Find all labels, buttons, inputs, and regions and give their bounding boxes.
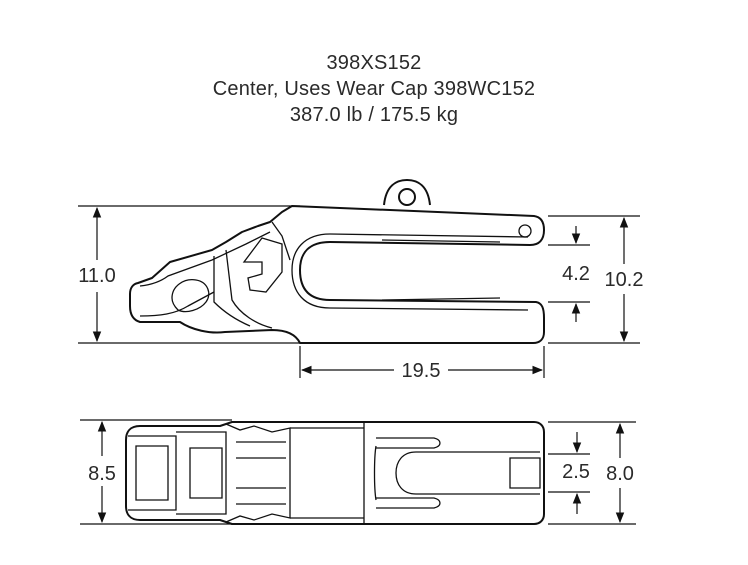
dim-slot-length: 19.5: [299, 346, 545, 382]
side-body-outline: [129, 205, 545, 344]
part-number: 398XS152: [326, 52, 422, 74]
side-view: [129, 179, 545, 344]
dim-leg-width: 8.0: [606, 422, 634, 524]
label-slot-length: 19.5: [402, 360, 441, 382]
top-body-outline: [125, 421, 545, 525]
part-weight: 387.0 lb / 175.5 kg: [289, 104, 459, 126]
label-slot-height: 4.2: [562, 263, 590, 285]
dim-overall-height: 11.0: [78, 205, 300, 344]
label-overall-height: 11.0: [78, 265, 115, 287]
dim-leg-height: 10.2: [605, 216, 644, 343]
dim-overall-width: 8.5: [80, 419, 232, 525]
dim-slot-height: 4.2: [548, 215, 640, 344]
label-leg-width: 8.0: [606, 463, 634, 485]
label-leg-height: 10.2: [605, 269, 644, 291]
top-view: [125, 421, 545, 525]
label-overall-width: 8.5: [88, 463, 116, 485]
label-slot-width: 2.5: [562, 461, 590, 483]
dim-slot-width: 2.5: [548, 421, 636, 525]
title-block: 398XS152 Center, Uses Wear Cap 398WC152 …: [0, 50, 748, 128]
part-description: Center, Uses Wear Cap 398WC152: [212, 78, 536, 100]
lifting-eye: [383, 179, 431, 206]
